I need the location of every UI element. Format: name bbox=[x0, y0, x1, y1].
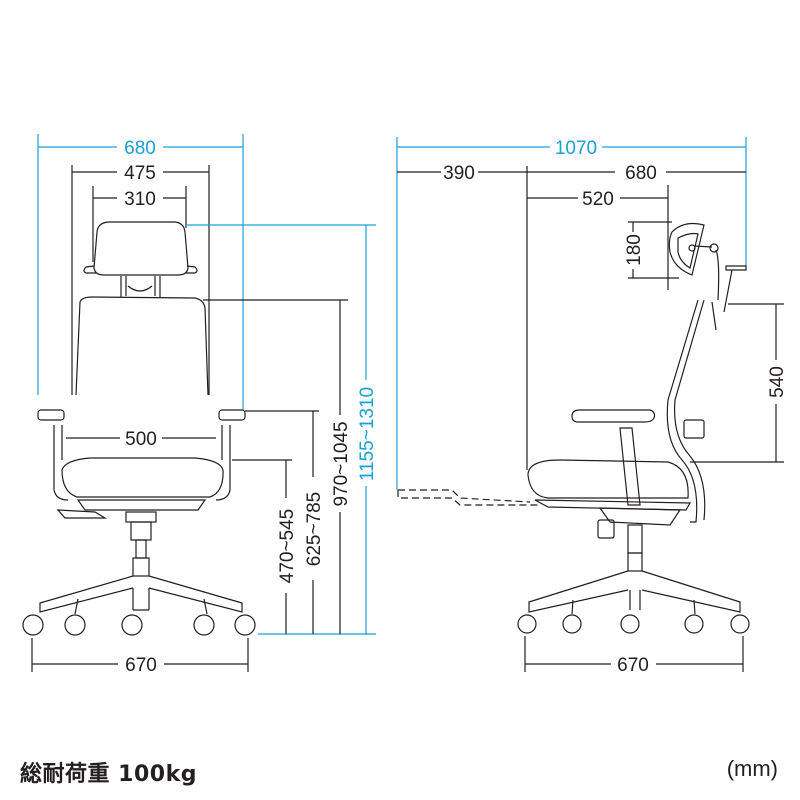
dim-backrest-height bbox=[203, 299, 348, 634]
label-overall-height: 1155~1310 bbox=[357, 387, 378, 481]
front-chair-illustration bbox=[22, 221, 256, 636]
dim-headrest-width bbox=[92, 186, 187, 262]
label-headrest-adjust: 180 bbox=[624, 234, 645, 266]
units-label: (mm) bbox=[726, 756, 778, 781]
label-headrest-width: 310 bbox=[124, 189, 156, 210]
dim-chair-depth bbox=[526, 166, 746, 470]
label-overall-depth: 1070 bbox=[555, 138, 597, 159]
load-capacity-caption: 総耐荷重 100kg bbox=[20, 762, 197, 787]
label-chair-depth: 680 bbox=[625, 163, 657, 184]
label-armrest-height: 625~785 bbox=[304, 492, 325, 567]
dim-seat-to-headrest bbox=[527, 185, 669, 290]
dim-base-width-side bbox=[524, 636, 744, 672]
dim-seat-height bbox=[232, 459, 292, 634]
dim-armrest-height bbox=[245, 410, 319, 634]
label-seat-width: 500 bbox=[125, 429, 157, 450]
label-base-width-side: 670 bbox=[617, 655, 649, 676]
dim-overall-depth bbox=[396, 137, 747, 490]
label-seat-to-headrest: 520 bbox=[582, 189, 614, 210]
dim-overall-height bbox=[186, 224, 376, 635]
label-armrest-width: 475 bbox=[124, 163, 156, 184]
label-backrest-height: 970~1045 bbox=[331, 421, 352, 506]
label-backrest-span: 540 bbox=[767, 366, 788, 398]
dim-headrest-adjust bbox=[628, 221, 679, 279]
side-chair-illustration bbox=[397, 222, 750, 634]
label-footrest-extension: 390 bbox=[443, 163, 475, 184]
dim-armrest-width bbox=[71, 165, 210, 395]
dim-overall-width bbox=[37, 134, 244, 410]
label-base-width-front: 670 bbox=[125, 655, 157, 676]
dim-backrest-span bbox=[690, 303, 784, 463]
label-overall-width: 680 bbox=[124, 138, 156, 159]
dim-base-width-front bbox=[31, 638, 249, 672]
label-seat-height: 470~545 bbox=[277, 509, 298, 584]
